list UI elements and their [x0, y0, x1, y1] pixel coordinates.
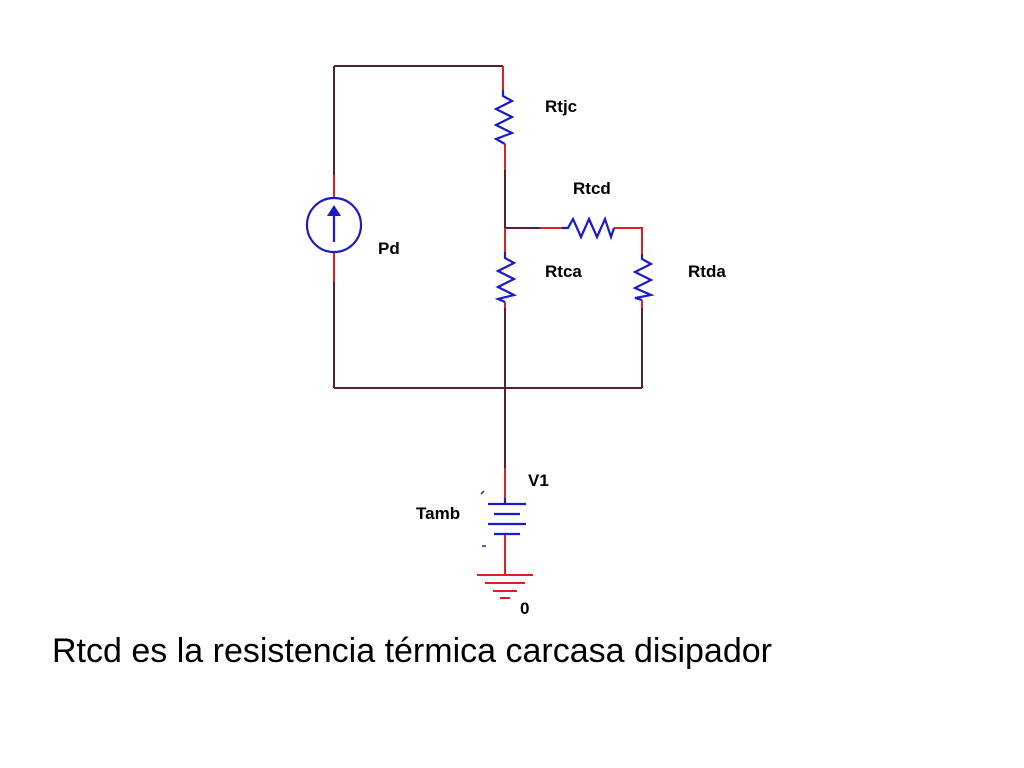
label-rtca: Rtca	[545, 262, 582, 281]
resistor-rtjc: Rtjc	[493, 90, 577, 145]
resistor-rtda: Rtda	[632, 254, 726, 302]
ground-symbol: 0	[477, 574, 533, 618]
label-pd: Pd	[378, 239, 400, 258]
label-v1: V1	[528, 471, 549, 490]
caption: Rtcd es la resistencia térmica carcasa d…	[52, 632, 772, 670]
terminals	[333, 66, 643, 575]
label-ground: 0	[520, 599, 529, 618]
current-source-pd: Pd	[305, 196, 400, 258]
resistor-rtca: Rtca	[494, 252, 582, 304]
resistor-rtcd: Rtcd	[562, 179, 616, 241]
circuit-schematic: Rtjc Rtcd Rtca Rtda Pd V1 Tamb	[305, 65, 726, 618]
label-tamb: Tamb	[416, 504, 460, 523]
label-rtcd: Rtcd	[573, 179, 611, 198]
label-rtjc: Rtjc	[545, 97, 577, 116]
voltage-source-v1: V1 Tamb	[416, 471, 549, 547]
arrow-up-icon	[327, 205, 341, 216]
label-rtda: Rtda	[688, 262, 726, 281]
wires	[333, 65, 643, 468]
